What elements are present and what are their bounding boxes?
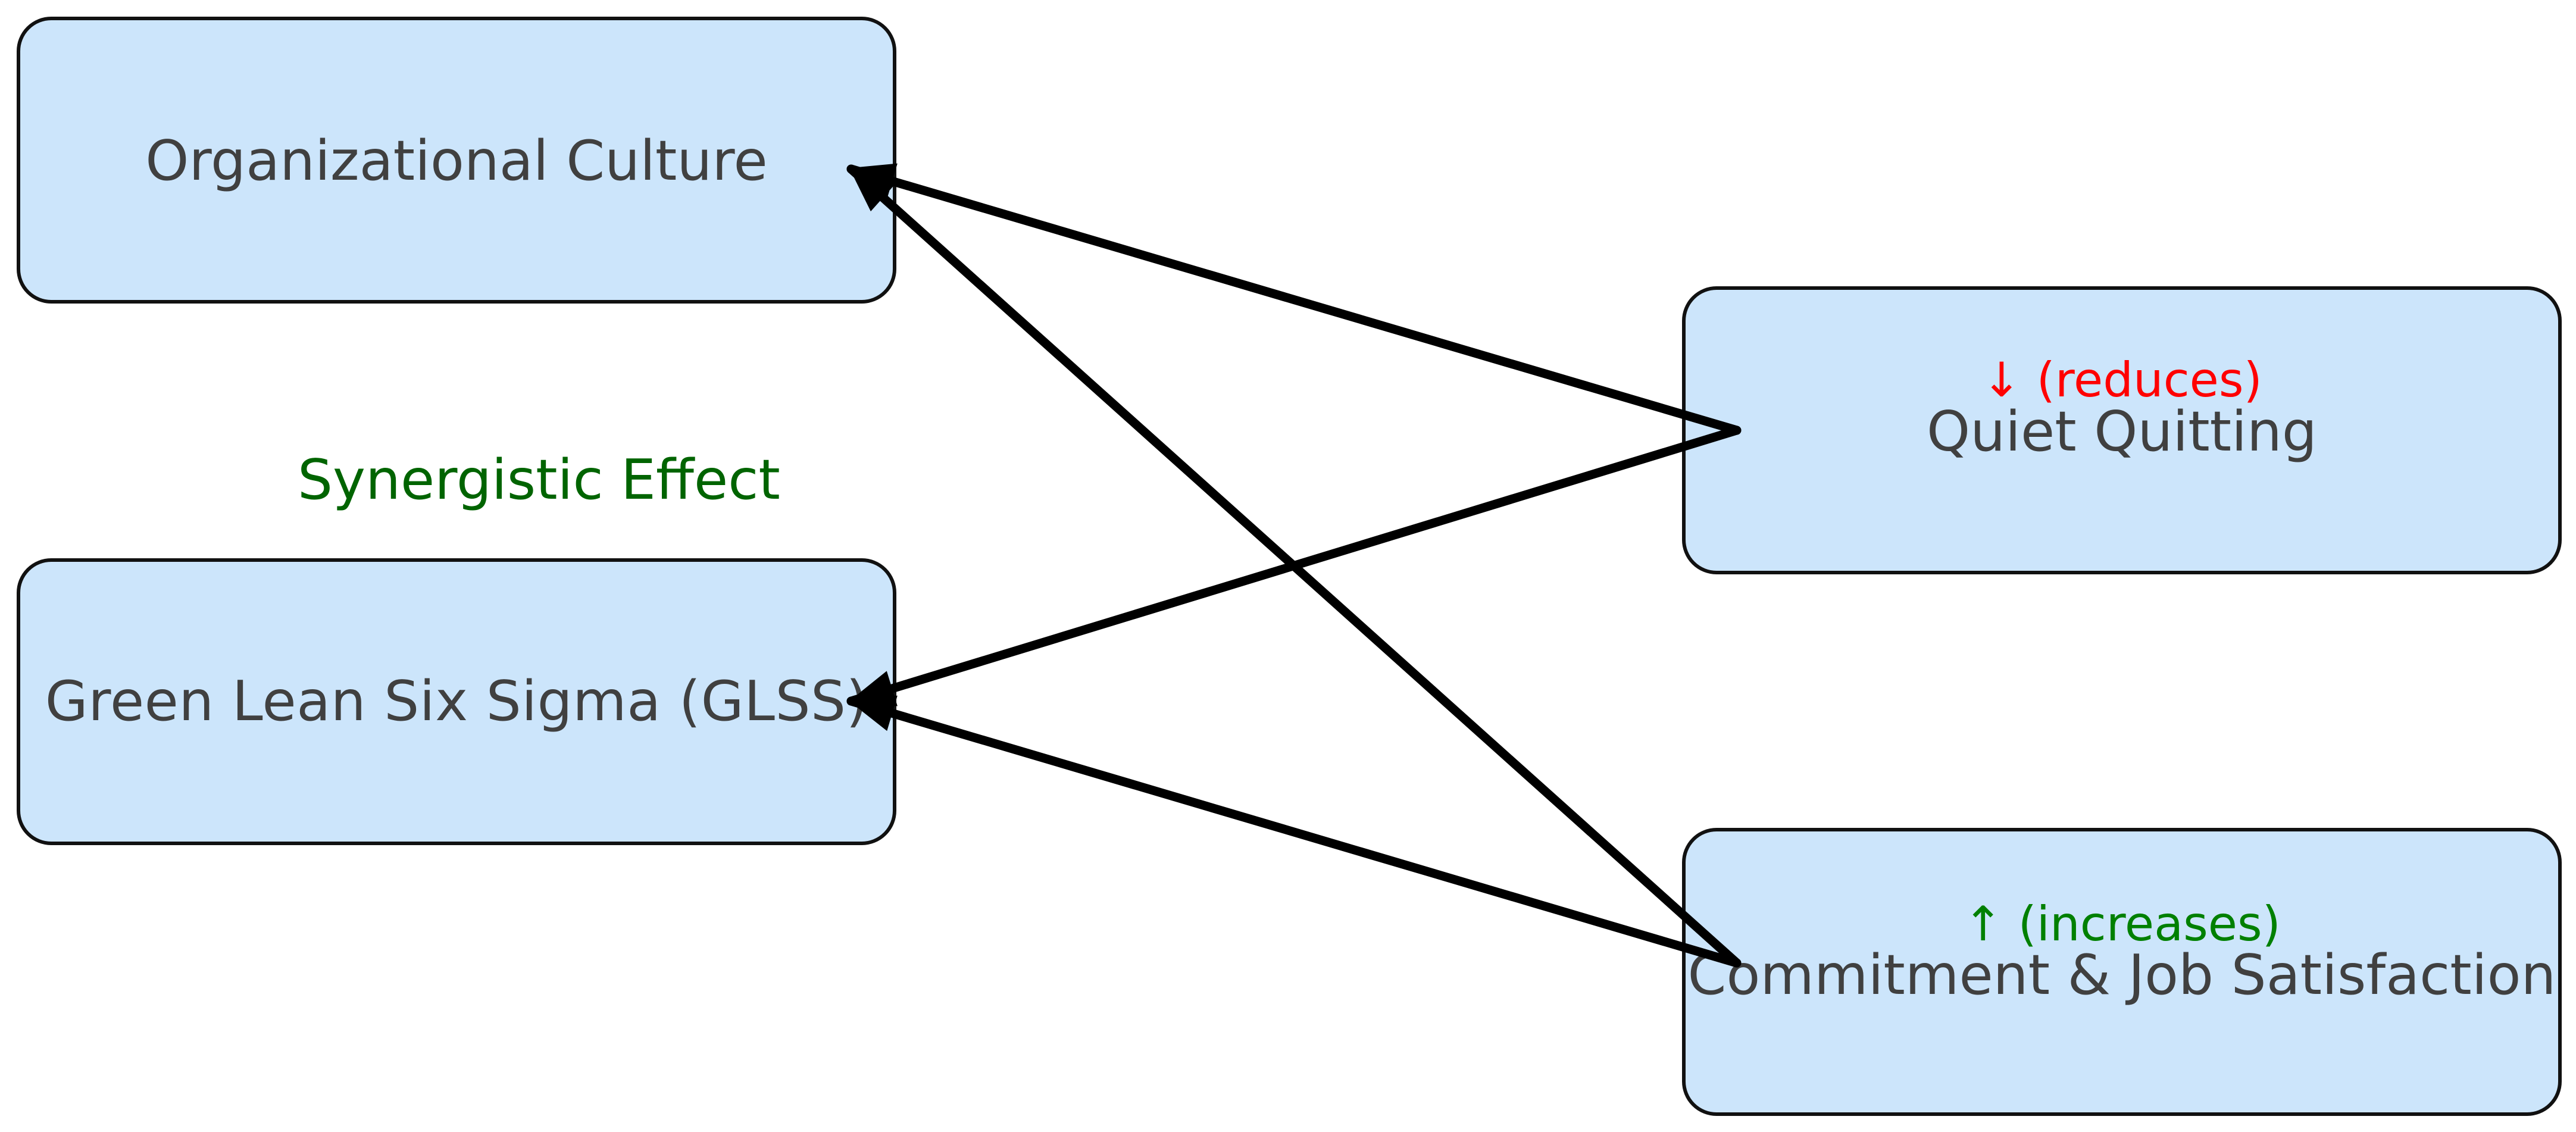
node-label: Commitment & Job Satisfaction (1687, 943, 2556, 1007)
arrowhead-glss (848, 695, 898, 731)
node-label: Green Lean Six Sigma (GLSS) (45, 669, 868, 733)
increases-effect-label: ↑ (increases) (1963, 896, 2281, 952)
arrow-quiet-to-glss (846, 426, 1742, 706)
reduces-effect-label: ↓ (reduces) (1981, 352, 2262, 408)
arrow-quiet-to-culture (846, 164, 1742, 435)
arrowhead-culture (848, 167, 896, 212)
arrow-commit-to-glss (846, 696, 1742, 968)
node-label: Organizational Culture (145, 129, 768, 193)
node-green-lean-six-sigma: Green Lean Six Sigma (GLSS) (17, 558, 896, 845)
synergistic-effect-label: Synergistic Effect (298, 448, 780, 512)
node-label: Quiet Quitting (1927, 399, 2317, 464)
node-quiet-quitting: ↓ (reduces) Quiet Quitting (1682, 286, 2562, 574)
node-commitment-job-satisfaction: ↑ (increases) Commitment & Job Satisfact… (1682, 828, 2562, 1116)
node-organizational-culture: Organizational Culture (17, 17, 896, 304)
